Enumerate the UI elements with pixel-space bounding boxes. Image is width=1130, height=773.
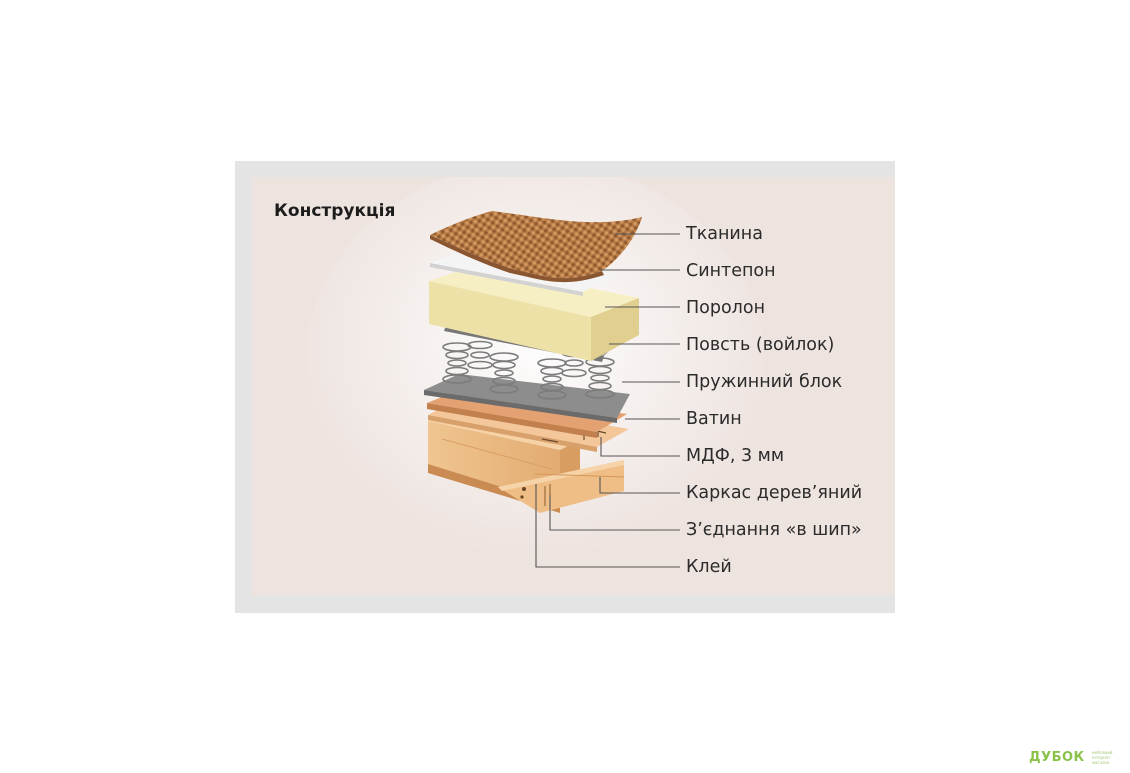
label-felt: Повсть (войлок): [686, 335, 835, 355]
label-frame: Каркас дерев’яний: [686, 483, 863, 503]
grey-felt-layer: [424, 374, 630, 423]
label-fabric: Тканина: [686, 224, 763, 244]
glue-dot: [522, 487, 526, 491]
construction-panel: Конструкція Тканина Синтепон Поролон Пов…: [252, 177, 895, 595]
page-title: Конструкція: [274, 201, 396, 221]
brand-watermark: ДУБОК меблевий інтернет магазин: [1029, 746, 1113, 765]
springs-layer: [442, 340, 615, 400]
layers-illustration: [305, 177, 765, 568]
label-sintepon: Синтепон: [686, 261, 776, 281]
label-batting: Ватин: [686, 409, 742, 429]
background-glow: [305, 177, 765, 562]
leader-lines: [535, 233, 680, 568]
brand-logo-text: ДУБОК: [1029, 750, 1085, 765]
fabric-layer: [430, 211, 642, 283]
label-mdf: МДФ, 3 мм: [686, 446, 785, 466]
label-joint: З’єднання «в шип»: [686, 520, 862, 540]
foam-layer: [429, 265, 639, 361]
label-springs: Пружинний блок: [686, 372, 843, 392]
label-glue: Клей: [686, 557, 732, 577]
brand-tagline: меблевий інтернет магазин: [1092, 750, 1113, 765]
diagram-frame: Конструкція Тканина Синтепон Поролон Пов…: [235, 161, 895, 613]
label-foam: Поролон: [686, 298, 766, 318]
